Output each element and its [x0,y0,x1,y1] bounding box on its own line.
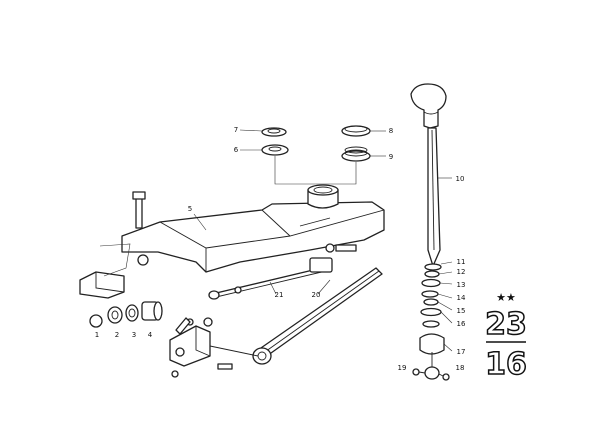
shift-carrier [121,184,385,273]
callout-6: 6 [234,146,239,154]
badge-bottom-number: 16 [485,347,527,382]
lever-small-parts [412,263,450,381]
leader-lines [193,129,453,352]
badge-top-number: 23 [485,307,527,342]
callout-7: 7 [234,126,238,134]
callout-17: 17 [457,348,466,356]
left-bracket-parts [79,243,163,328]
callout-2: 2 [115,331,119,339]
callout-16: 16 [457,320,466,328]
callout-15: 15 [457,307,466,315]
callout-11: 11 [457,258,466,266]
callout-numbers: 1 2 3 4 5 6 7 8 9 10 11 12 13 14 15 16 1… [95,126,466,372]
callout-18: 18 [456,364,465,372]
callout-5: 5 [188,205,192,213]
callout-3: 3 [132,331,136,339]
callout-19: 19 [398,364,407,372]
callout-13: 13 [457,281,466,289]
callout-10: 10 [456,175,465,183]
callout-21: 21 [275,291,284,299]
callout-8: 8 [389,127,393,135]
callout-4: 4 [148,331,153,339]
group-badge: ★★ 23 16 [484,291,527,383]
shift-lever [410,83,447,267]
badge-stars: ★★ [496,291,516,304]
callout-9: 9 [389,153,393,161]
cross-rod [252,267,383,365]
callout-14: 14 [457,294,466,302]
lower-bracket [169,317,259,378]
rings-group [261,125,371,185]
callout-12: 12 [457,268,466,276]
callout-1: 1 [95,331,99,339]
callout-20: 20 [312,291,321,299]
